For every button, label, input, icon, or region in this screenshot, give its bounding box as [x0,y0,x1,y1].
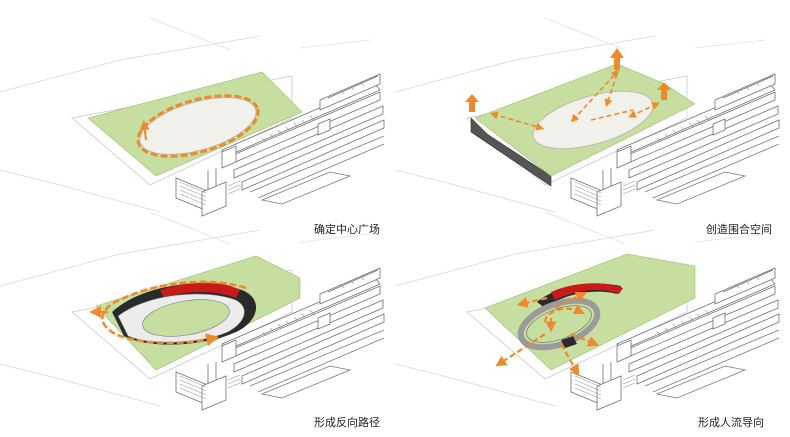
caption-panel-1: 确定中心广场 [314,221,380,237]
caption-panel-3: 形成反向路径 [314,414,380,430]
panel-3-reverse-path [0,212,384,410]
panel-4-flow-guidance [395,212,779,410]
caption-panel-2: 创造围合空间 [706,221,772,237]
panel-2-enclosure [395,18,779,216]
panel-1-plaza [0,18,384,216]
caption-panel-4: 形成人流导向 [698,414,764,430]
